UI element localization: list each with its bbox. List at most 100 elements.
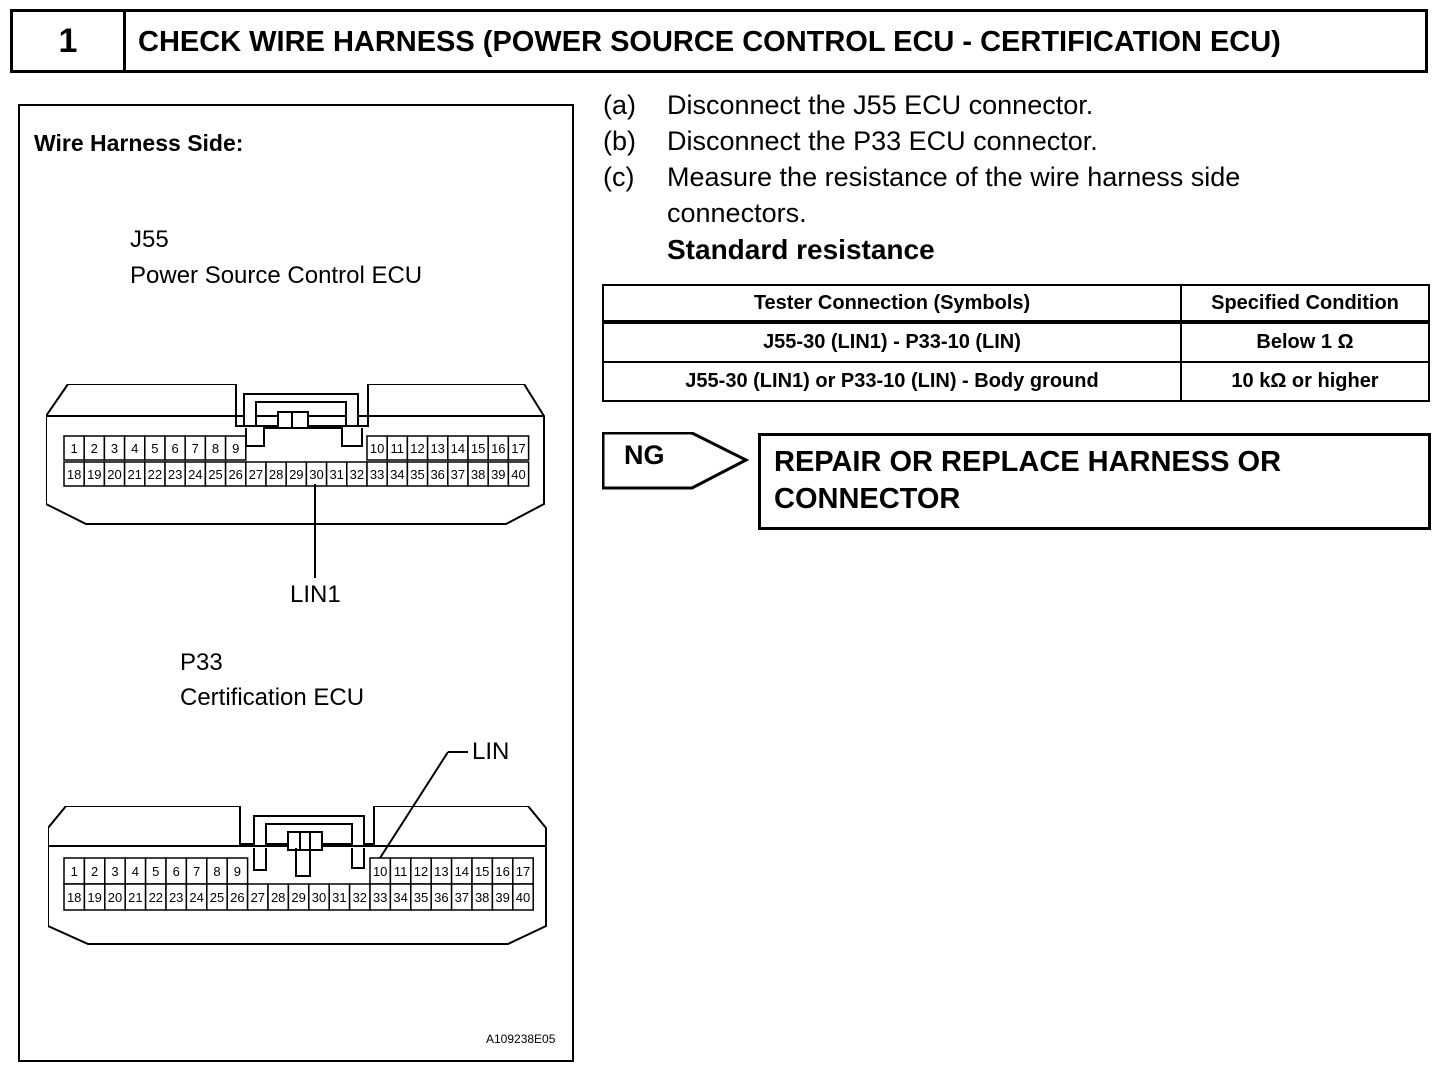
step-a-text: Disconnect the J55 ECU connector. xyxy=(667,90,1094,120)
pin-number: 1 xyxy=(70,441,77,456)
side-label: Wire Harness Side: xyxy=(34,130,244,156)
table-header-cell: Tester Connection (Symbols) xyxy=(602,284,1182,324)
pin-number: 13 xyxy=(434,864,448,879)
pin-number: 15 xyxy=(475,864,489,879)
pin-number: 36 xyxy=(434,890,448,905)
step-title: CHECK WIRE HARNESS (POWER SOURCE CONTROL… xyxy=(138,26,1281,58)
pin-number: 32 xyxy=(350,467,364,482)
pin-cell xyxy=(224,435,247,461)
standard-resistance-label: Standard resistance xyxy=(667,234,935,265)
pin-number: 25 xyxy=(210,890,224,905)
pin-number: 37 xyxy=(455,890,469,905)
p33-pin-label: LIN xyxy=(472,738,510,765)
ng-label: NG xyxy=(624,440,665,470)
table-row: J55-30 (LIN1) or P33-10 (LIN) - Body gro… xyxy=(602,361,1430,402)
pin-number: 27 xyxy=(251,890,265,905)
pin-number: 17 xyxy=(516,864,530,879)
pin-number: 8 xyxy=(212,441,219,456)
pin-number: 38 xyxy=(471,467,485,482)
pin-cell xyxy=(512,883,534,911)
pin-number: 6 xyxy=(173,864,180,879)
pin-cell xyxy=(507,435,530,461)
pin-number: 35 xyxy=(414,890,428,905)
j55-connector-code: J55 xyxy=(130,226,169,253)
pin-number: 30 xyxy=(309,467,323,482)
pin-number: 19 xyxy=(87,467,101,482)
pin-number: 18 xyxy=(67,467,81,482)
pin-number: 10 xyxy=(370,441,384,456)
pin-number: 26 xyxy=(230,890,244,905)
pin-number: 9 xyxy=(234,864,241,879)
step-b-letter: (b) xyxy=(603,126,636,156)
pin-number: 10 xyxy=(373,864,387,879)
step-c-text: Measure the resistance of the wire harne… xyxy=(667,162,1241,192)
pin-number: 12 xyxy=(414,864,428,879)
j55-connector-name: Power Source Control ECU xyxy=(130,262,423,289)
pin-number: 31 xyxy=(329,467,343,482)
pin-number: 33 xyxy=(373,890,387,905)
pin-number: 34 xyxy=(393,890,407,905)
pin-number: 34 xyxy=(390,467,404,482)
pin-number: 33 xyxy=(370,467,384,482)
pin-number: 2 xyxy=(91,441,98,456)
pin-number: 21 xyxy=(127,467,141,482)
pin-cell xyxy=(507,461,530,487)
pin-number: 7 xyxy=(193,864,200,879)
step-number: 1 xyxy=(13,12,126,70)
pin-number: 28 xyxy=(269,467,283,482)
step-c-continuation: connectors. xyxy=(667,198,807,228)
pin-number: 22 xyxy=(149,890,163,905)
pin-number: 3 xyxy=(111,441,118,456)
pin-number: 1 xyxy=(71,864,78,879)
pin-number: 16 xyxy=(491,441,505,456)
table-cell: J55-30 (LIN1) - P33-10 (LIN) xyxy=(602,321,1182,363)
j55-pin-label: LIN1 xyxy=(290,581,341,608)
table-header-cell: Specified Condition xyxy=(1180,284,1430,324)
table-cell: 10 kΩ or higher xyxy=(1180,361,1430,402)
connector-figure: Wire Harness Side: J55 Power Source Cont… xyxy=(18,104,574,1062)
ng-result-box: REPAIR OR REPLACE HARNESS OR CONNECTOR xyxy=(758,433,1431,530)
pin-number: 40 xyxy=(511,467,525,482)
pin-number: 2 xyxy=(91,864,98,879)
pin-number: 12 xyxy=(410,441,424,456)
pin-number: 9 xyxy=(232,441,239,456)
pin-number: 37 xyxy=(451,467,465,482)
pin-number: 8 xyxy=(213,864,220,879)
pin-number: 29 xyxy=(291,890,305,905)
table-row: J55-30 (LIN1) - P33-10 (LIN) Below 1 Ω xyxy=(602,321,1430,363)
table-cell: Below 1 Ω xyxy=(1180,321,1430,363)
pin-number: 28 xyxy=(271,890,285,905)
pin-number: 14 xyxy=(455,864,469,879)
pin-number: 23 xyxy=(168,467,182,482)
pin-number: 18 xyxy=(67,890,81,905)
pin-number: 35 xyxy=(410,467,424,482)
pin-number: 32 xyxy=(353,890,367,905)
table-cell: J55-30 (LIN1) or P33-10 (LIN) - Body gro… xyxy=(602,361,1182,402)
pin-number: 19 xyxy=(87,890,101,905)
pin-number: 5 xyxy=(151,441,158,456)
pin-number: 24 xyxy=(188,467,202,482)
pin-number: 30 xyxy=(312,890,326,905)
pin-number: 17 xyxy=(511,441,525,456)
pin-number: 16 xyxy=(495,864,509,879)
pin-number: 20 xyxy=(108,890,122,905)
pin-number: 11 xyxy=(394,864,408,879)
pin-number: 25 xyxy=(208,467,222,482)
pin-number: 7 xyxy=(192,441,199,456)
spec-table: Tester Connection (Symbols) Specified Co… xyxy=(602,284,1430,402)
step-c-letter: (c) xyxy=(603,162,635,192)
figure-id: A109238E05 xyxy=(486,1032,556,1046)
pin-number: 21 xyxy=(128,890,142,905)
pin-number: 20 xyxy=(107,467,121,482)
step-a-letter: (a) xyxy=(603,90,636,120)
p33-connector-name: Certification ECU xyxy=(180,684,365,711)
pin-number: 15 xyxy=(471,441,485,456)
pin-number: 14 xyxy=(451,441,465,456)
pin-number: 26 xyxy=(228,467,242,482)
pin-number: 3 xyxy=(111,864,118,879)
ng-result-action: REPAIR OR REPLACE HARNESS OR CONNECTOR xyxy=(774,446,1282,515)
p33-connector-code: P33 xyxy=(180,649,223,676)
lin1-leader-line xyxy=(314,484,316,578)
